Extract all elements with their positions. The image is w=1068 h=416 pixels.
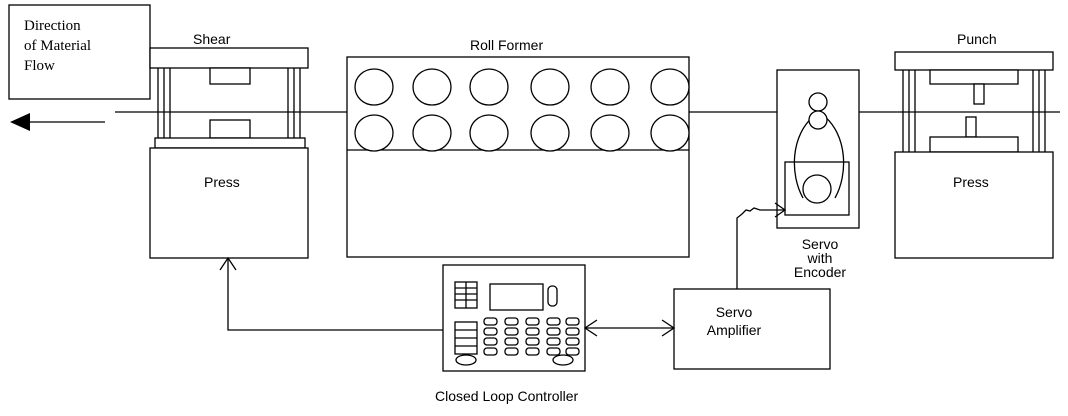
servo-motor — [776, 69, 860, 229]
amplifier-box — [673, 288, 831, 370]
roll-group — [354, 68, 690, 152]
shear-press-base — [149, 147, 309, 259]
roll — [530, 68, 570, 106]
amplifier-label-line1: Servo — [715, 304, 753, 320]
keypad-key — [504, 327, 519, 336]
keypad-key — [483, 327, 498, 336]
roll — [590, 114, 630, 152]
shear-lower-die — [209, 119, 251, 139]
controller-button-left — [455, 354, 477, 366]
roll — [590, 68, 630, 106]
shear-bed — [154, 137, 306, 149]
roll — [650, 68, 690, 106]
amplifier-label: Servo Amplifier — [684, 303, 784, 339]
punch-press-label: Press — [953, 174, 989, 190]
keypad-key — [525, 327, 540, 336]
keypad-key — [483, 317, 498, 326]
controller-label: Closed Loop Controller — [435, 388, 579, 404]
keypad-key — [483, 347, 498, 356]
encoder-wheel-top — [808, 92, 828, 112]
link-arrow-left — [583, 319, 598, 337]
amplifier-label-line2: Amplifier — [706, 322, 762, 338]
keypad-key — [525, 337, 540, 346]
servo-belt — [793, 114, 845, 199]
keypad-key — [565, 347, 580, 356]
servo-motor-block — [784, 161, 850, 216]
roll-former — [346, 56, 690, 258]
keypad-key — [504, 317, 519, 326]
amplifier-to-servo-line — [736, 207, 785, 289]
punch-press-base — [894, 151, 1054, 259]
keypad-key — [546, 327, 561, 336]
controller-device — [442, 264, 586, 372]
punch-die-insert — [965, 116, 977, 138]
flow-note-line1: Direction — [24, 18, 81, 34]
controller-knob — [547, 285, 558, 307]
roll — [469, 68, 509, 106]
punch-lower-die — [929, 136, 1019, 153]
keypad-key — [504, 337, 519, 346]
shear-press — [149, 47, 309, 259]
servo-label-line1: Servo — [801, 236, 839, 252]
punch-top-plate — [894, 51, 1054, 71]
servo-label-line2: with — [807, 250, 833, 266]
keypad-key — [546, 347, 561, 356]
servo-label: Servo with Encoder — [776, 237, 864, 279]
flow-note-line3: Flow — [24, 58, 55, 74]
keypad-key — [504, 347, 519, 356]
roll — [530, 114, 570, 152]
flow-note-box — [8, 4, 151, 100]
shear-label: Shear — [193, 31, 231, 47]
flow-note-text: Direction of Material Flow — [24, 16, 148, 76]
roll-former-label: Roll Former — [470, 37, 544, 53]
punch-upper-die — [929, 69, 1019, 85]
roll — [412, 68, 452, 106]
controller-to-shear-line — [227, 258, 443, 331]
keypad-key — [565, 327, 580, 336]
punch-press — [894, 51, 1054, 259]
controller-keypad — [483, 317, 580, 356]
servo-label-line3: Encoder — [793, 264, 847, 280]
shear-press-label: Press — [204, 174, 240, 190]
keypad-key — [525, 317, 540, 326]
controller-display — [489, 283, 544, 311]
roll — [469, 114, 509, 152]
roll — [650, 114, 690, 152]
shear-top-plate — [149, 47, 309, 69]
roll — [354, 68, 394, 106]
punch-label: Punch — [957, 31, 997, 47]
shear-upper-die — [209, 67, 251, 85]
controller-button-right — [552, 354, 574, 366]
shear-arrowhead — [219, 256, 237, 271]
link-arrow-right — [661, 319, 676, 337]
keypad-key — [565, 317, 580, 326]
flow-note-line2: of Material — [24, 38, 92, 54]
keypad-key — [525, 347, 540, 356]
keypad-key — [483, 337, 498, 346]
roll-former-body — [346, 56, 690, 258]
keypad-key — [546, 337, 561, 346]
encoder-wheel-bottom — [808, 110, 828, 130]
servo-arrowhead — [774, 202, 787, 218]
servo-pulley — [802, 174, 832, 204]
flow-arrowhead — [10, 113, 30, 131]
punch-tool — [973, 83, 985, 105]
keypad-key — [546, 317, 561, 326]
roll — [412, 114, 452, 152]
roll — [354, 114, 394, 152]
keypad-key — [565, 337, 580, 346]
